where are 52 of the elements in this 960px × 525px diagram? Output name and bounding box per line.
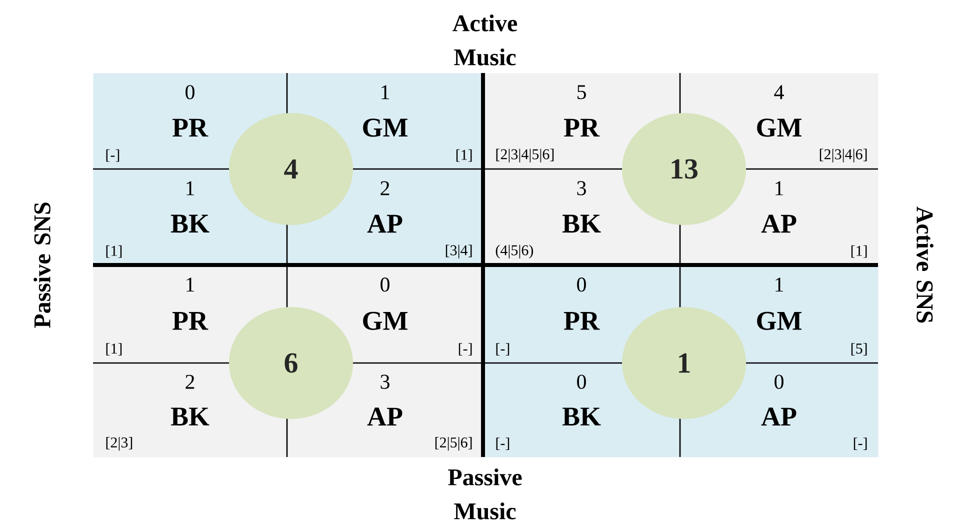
category-code: AP: [367, 408, 402, 426]
category-code: BK: [170, 408, 210, 426]
bracket-note: [-]: [496, 343, 510, 356]
category-code: PR: [172, 118, 208, 137]
count-number: 1: [186, 181, 194, 196]
category-code: AP: [761, 408, 796, 426]
count-number: 3: [577, 181, 586, 196]
axis-label: Passive SNS: [34, 202, 50, 328]
bracket-note: [-]: [458, 343, 472, 356]
bracket-note: [1]: [851, 245, 867, 258]
count-number: 0: [186, 85, 194, 100]
count-number: 5: [577, 85, 586, 100]
category-code: AP: [367, 214, 402, 233]
bracket-note: [3|4]: [446, 244, 472, 258]
bracket-note: [-]: [854, 438, 867, 450]
category-code: BK: [562, 214, 601, 233]
category-code: BK: [562, 408, 601, 426]
count-number: 4: [774, 85, 784, 100]
count-number: 3: [380, 374, 390, 389]
count-number: 0: [774, 374, 784, 389]
count-number: 0: [380, 278, 390, 292]
count-number: 2: [380, 181, 390, 196]
category-code: GM: [363, 118, 408, 137]
category-code: PR: [172, 312, 208, 330]
count-number: 0: [577, 278, 586, 292]
count-number: 1: [776, 181, 783, 196]
bracket-note: [-]: [106, 149, 120, 162]
count-number: 1: [186, 278, 194, 292]
count-number: 0: [577, 374, 586, 389]
category-code: BK: [170, 214, 210, 233]
count-number: 2: [186, 374, 194, 389]
category-code: GM: [363, 312, 408, 330]
category-code: AP: [761, 214, 796, 233]
axis-label: Active SNS: [916, 206, 934, 323]
bracket-note: [2|3|4|5|6]: [496, 148, 554, 162]
count-number: 1: [776, 278, 783, 292]
bracket-note: [-]: [496, 438, 510, 450]
axis-label: Passive Music: [448, 468, 522, 520]
bracket-note: [2|5|6]: [435, 436, 472, 451]
bracket-note: [5]: [851, 343, 867, 356]
bracket-note: [2|3]: [106, 436, 132, 451]
bracket-note: [1]: [106, 245, 122, 258]
category-code: GM: [757, 118, 802, 137]
bracket-note: (4|5|6): [496, 244, 534, 258]
category-code: GM: [757, 312, 802, 330]
bracket-note: [1]: [106, 343, 122, 356]
count-number: 1: [382, 85, 389, 100]
axis-label: Active Music: [452, 14, 518, 66]
bracket-note: [2|3|4|6]: [820, 148, 867, 162]
category-code: PR: [564, 312, 600, 330]
bracket-note: [1]: [456, 149, 472, 162]
category-code: PR: [564, 118, 600, 137]
